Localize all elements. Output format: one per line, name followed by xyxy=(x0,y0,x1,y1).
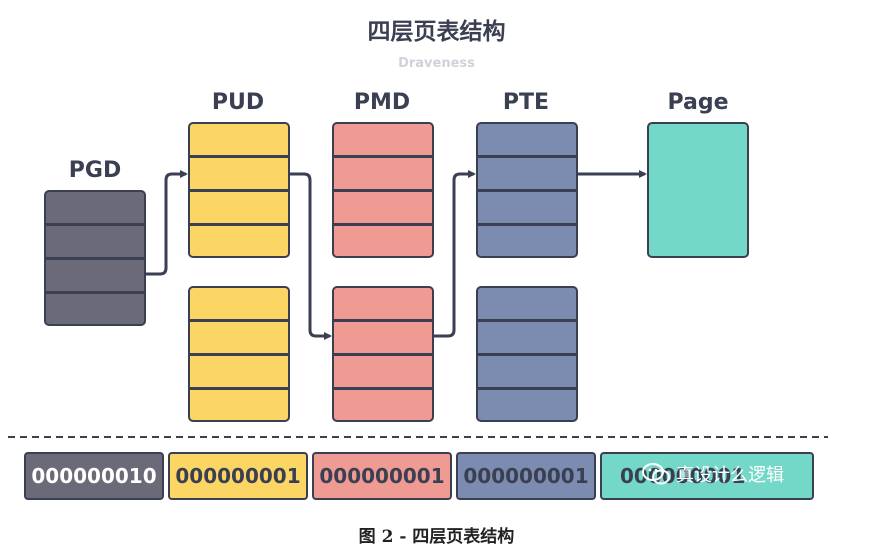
address-segment-offset: 000000001 xyxy=(600,452,814,500)
label-pte: PTE xyxy=(502,90,550,115)
label-pmd: PMD xyxy=(353,90,411,115)
pte-entry xyxy=(478,288,576,322)
address-segment-pgd: 000000010 xyxy=(24,452,164,500)
watermark: 真设计么逻辑 xyxy=(642,461,784,487)
arrow-pud-to-pmd xyxy=(290,172,332,340)
diagram-title: 四层页表结构 xyxy=(367,19,506,45)
pmd-entry xyxy=(334,322,432,356)
label-pud: PUD xyxy=(211,90,265,115)
pud-table-upper xyxy=(188,122,290,258)
pmd-table-lower xyxy=(332,286,434,422)
pte-entry xyxy=(478,322,576,356)
arrow-pgd-to-pud xyxy=(146,170,188,276)
pud-entry xyxy=(190,192,288,226)
address-segment-pud: 000000001 xyxy=(168,452,308,500)
pmd-entry xyxy=(334,158,432,192)
figure-caption: 图 2 - 四层页表结构 xyxy=(358,527,515,547)
address-segment-pte: 000000001 xyxy=(456,452,596,500)
watermark-text: 真设计么逻辑 xyxy=(676,465,784,486)
pud-entry xyxy=(190,288,288,322)
pud-entry xyxy=(190,356,288,390)
pte-table-upper xyxy=(476,122,578,258)
pud-entry xyxy=(190,322,288,356)
diagram-subtitle: Draveness xyxy=(398,56,475,71)
pte-table-lower xyxy=(476,286,578,422)
wechat-icon xyxy=(642,463,670,485)
pte-entry xyxy=(478,158,576,192)
pud-table-lower xyxy=(188,286,290,422)
arrow-pmd-to-pte xyxy=(434,170,476,338)
label-pgd: PGD xyxy=(68,158,122,183)
pud-entry xyxy=(190,158,288,192)
pte-entry xyxy=(478,124,576,158)
pgd-table xyxy=(44,190,146,326)
page-frame xyxy=(647,122,749,258)
pud-entry xyxy=(190,124,288,158)
label-page: Page xyxy=(667,90,729,115)
pmd-entry xyxy=(334,356,432,390)
pmd-entry xyxy=(334,288,432,322)
pmd-entry xyxy=(334,192,432,226)
pte-entry xyxy=(478,356,576,390)
pgd-entry xyxy=(46,260,144,294)
pmd-table-upper xyxy=(332,122,434,258)
pte-entry xyxy=(478,192,576,226)
pgd-entry xyxy=(46,226,144,260)
pgd-entry xyxy=(46,192,144,226)
pmd-entry xyxy=(334,124,432,158)
address-segment-pmd: 000000001 xyxy=(312,452,452,500)
